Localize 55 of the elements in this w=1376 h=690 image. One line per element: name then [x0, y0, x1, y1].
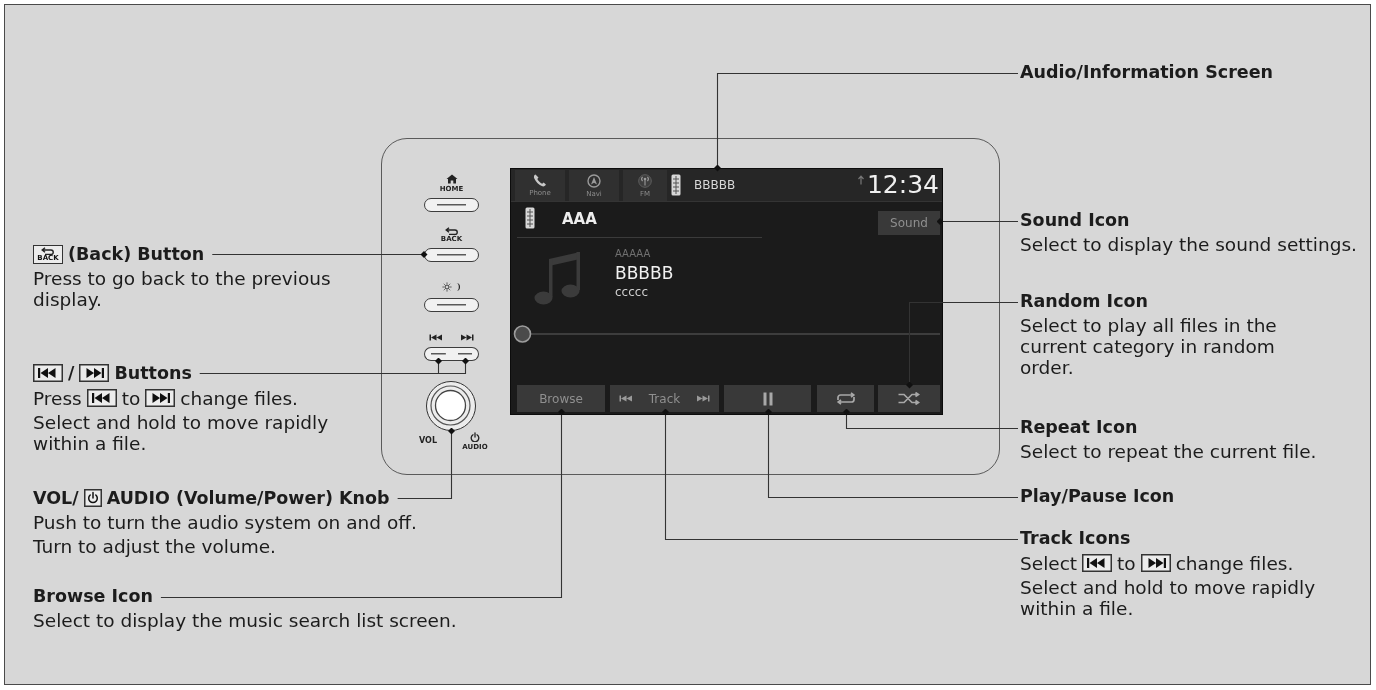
callout-text: Press: [33, 387, 82, 409]
track-button: Track: [610, 385, 719, 412]
home-button: [424, 198, 479, 212]
pause-button: [724, 385, 811, 412]
clock-time: 12:34: [866, 170, 939, 200]
callout-text: Select to play all files in the current category in random order.: [1020, 315, 1278, 378]
day-night-button: [424, 298, 479, 312]
song-title: BBBBB: [615, 263, 674, 283]
callout-text: Select and hold to move rapidly within a file.: [1020, 577, 1317, 619]
leader-line: [662, 408, 1019, 541]
leader-line: [160, 408, 565, 599]
callout-heading: Play/Pause Icon: [1020, 486, 1175, 507]
callout-text: change files.: [180, 387, 298, 409]
back-button: [424, 248, 479, 262]
leader-line: [211, 251, 428, 258]
callout-heading: Track Icons: [1020, 528, 1131, 549]
knob-label: VOL: [419, 436, 437, 445]
callout-heading: Repeat Icon: [1020, 417, 1138, 438]
callout-heading: Audio/Information Screen: [1020, 62, 1273, 83]
callout-text: Push to turn the audio system on and off.: [33, 512, 417, 533]
callout-text: to: [1117, 552, 1136, 574]
leader-line: [906, 301, 1019, 389]
callout-text: Select and hold to move rapidly within a file.: [33, 412, 330, 454]
leader-line: [714, 72, 1019, 172]
callout-heading: Sound Icon: [1020, 210, 1130, 231]
display-screen: [510, 168, 943, 415]
callout-text: Select to repeat the current file.: [1020, 441, 1317, 462]
shuffle-button: [878, 385, 940, 412]
leader-line: [397, 427, 455, 500]
skip-back-button: [424, 347, 452, 361]
sound-button: Sound: [878, 211, 940, 235]
callout-heading: /: [68, 362, 75, 384]
callout-heading: (Back) Button: [68, 243, 205, 265]
source-title: AAA: [562, 210, 597, 228]
leader-line: [936, 218, 1019, 225]
callout-text: change files.: [1175, 552, 1294, 574]
callout-heading: Random Icon: [1020, 291, 1148, 312]
callout-heading: Buttons: [114, 362, 192, 384]
leader-line: [765, 408, 1019, 499]
leader-line: [843, 408, 1019, 430]
callout-heading: VOL/: [33, 487, 79, 509]
callout-text: Turn to adjust the volume.: [33, 536, 276, 557]
album-text: AAAAA: [615, 248, 651, 260]
status-text: BBBBB: [694, 178, 736, 192]
head-unit-bezel: [381, 138, 1000, 475]
callout-text: Select to display the music search list screen.: [33, 610, 457, 631]
browse-button: Browse: [517, 385, 605, 412]
repeat-button: [817, 385, 874, 412]
callout-text: Select to display the sound settings.: [1020, 234, 1357, 255]
callout-text: Select: [1020, 552, 1078, 574]
callout-heading: Browse Icon: [33, 586, 153, 607]
callout-text: Press to go back to the previous display.: [33, 268, 332, 310]
callout-text: to: [121, 387, 141, 409]
callout-heading: AUDIO (Volume/Power) Knob: [106, 487, 390, 509]
artist-text: ccccc: [615, 285, 648, 299]
